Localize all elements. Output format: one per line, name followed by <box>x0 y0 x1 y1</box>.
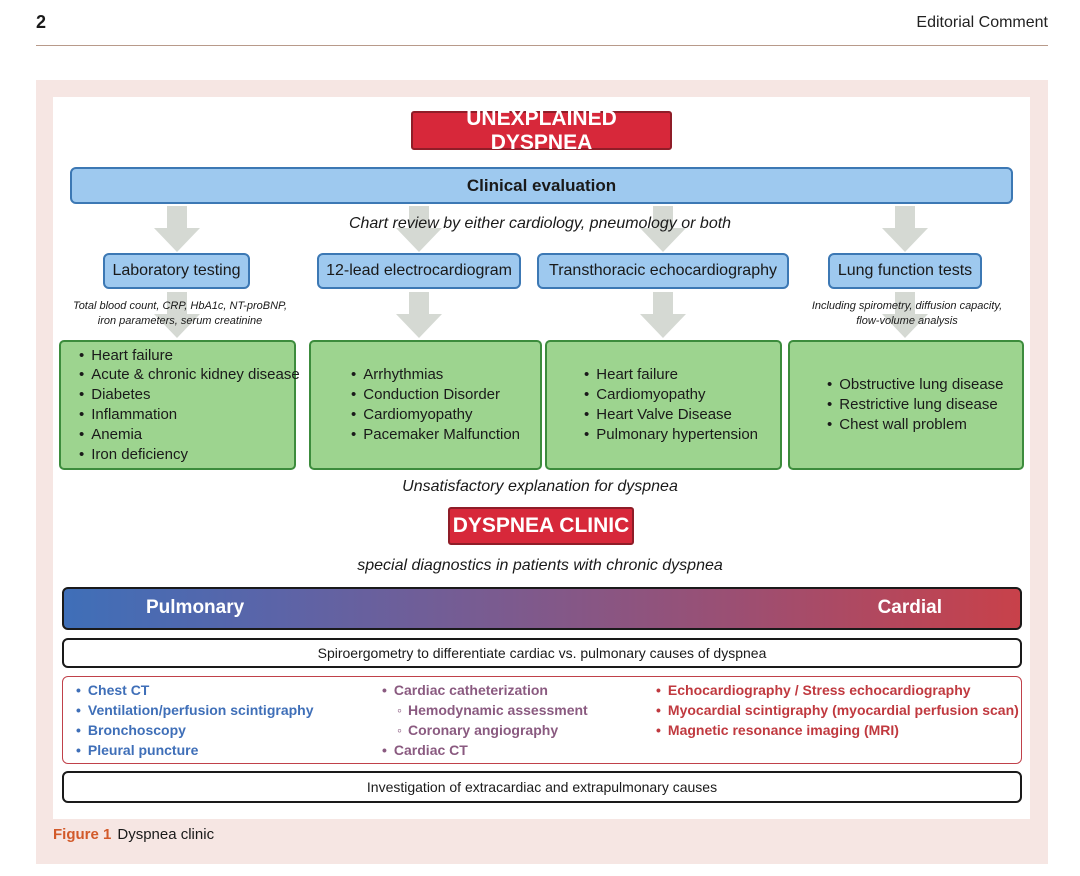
pulmonary-diagnostic-item: Bronchoscopy <box>76 720 314 740</box>
findings-box-lung-function: Obstructive lung disease Restrictive lun… <box>788 340 1024 470</box>
arrow-down-icon <box>396 206 442 252</box>
lung-note: Including spirometry, diffusion capacity… <box>790 299 1024 329</box>
finding-item: Obstructive lung disease <box>827 375 1003 395</box>
lung-note-line: Including spirometry, diffusion capacity… <box>811 300 1003 312</box>
unsatisfactory-text: Unsatisfactory explanation for dyspnea <box>402 478 678 495</box>
running-head: Editorial Comment <box>916 14 1048 31</box>
finding-item: Pulmonary hypertension <box>584 425 758 445</box>
finding-item: Conduction Disorder <box>351 385 520 405</box>
test-box-echocardiography: Transthoracic echocardiography <box>537 253 789 289</box>
special-diagnostics-box: Chest CT Ventilation/perfusion scintigra… <box>62 676 1022 764</box>
lab-note: Total blood count, CRP, HbA1c, NT-proBNP… <box>60 299 300 329</box>
lab-note-line: iron parameters, serum creatinine <box>97 315 263 327</box>
clinical-evaluation-box: Clinical evaluation <box>70 167 1013 204</box>
pulmonary-diagnostic-item: Pleural puncture <box>76 740 314 760</box>
chart-review-text: Chart review by either cardiology, pneum… <box>348 215 732 232</box>
finding-item: Chest wall problem <box>827 415 1004 435</box>
dyspnea-clinic-box: DYSPNEA CLINIC <box>448 507 634 545</box>
catheterization-subitem: Hemodynamic assessment <box>382 700 588 720</box>
cardiac-ct-item: Cardiac CT <box>382 740 588 760</box>
findings-box-ecg: Arrhythmias Conduction Disorder Cardiomy… <box>309 340 542 470</box>
finding-item: Anemia <box>79 425 300 445</box>
test-box-ecg: 12-lead electrocardiogram <box>317 253 521 289</box>
lung-note-line: flow-volume analysis <box>856 315 958 327</box>
arrow-down-icon <box>154 206 200 252</box>
cardiac-catheter-list: Cardiac catheterization Hemodynamic asse… <box>382 680 588 760</box>
gradient-label-cardial: Cardial <box>877 597 942 618</box>
catheterization-item: Cardiac catheterization <box>382 680 588 700</box>
page-number: 2 <box>36 12 47 32</box>
cardial-diagnostic-item: Myocardial scintigraphy (myocardial perf… <box>656 700 1019 720</box>
cardial-diagnostic-item: Magnetic resonance imaging (MRI) <box>656 720 1019 740</box>
arrow-down-icon <box>640 292 686 338</box>
cardial-diagnostics-list: Echocardiography / Stress echocardiograp… <box>656 680 1019 740</box>
cardial-diagnostic-item: Echocardiography / Stress echocardiograp… <box>656 680 1019 700</box>
finding-item: Heart failure <box>79 346 300 366</box>
finding-item: Inflammation <box>79 405 300 425</box>
header-rule <box>36 45 1048 46</box>
special-diagnostics-text: special diagnostics in patients with chr… <box>357 557 723 574</box>
finding-item: Heart failure <box>584 365 758 385</box>
figure-caption-text: Dyspnea clinic <box>117 826 215 843</box>
findings-box-laboratory: Heart failure Acute & chronic kidney dis… <box>59 340 300 470</box>
finding-item: Pacemaker Malfunction <box>351 425 520 445</box>
finding-item: Heart Valve Disease <box>584 405 758 425</box>
arrow-down-icon <box>396 292 442 338</box>
finding-item: Acute & chronic kidney disease <box>79 365 299 385</box>
test-box-lung-function: Lung function tests <box>828 253 982 289</box>
finding-item: Cardiomyopathy <box>351 405 520 425</box>
pulmonary-diagnostic-item: Chest CT <box>76 680 314 700</box>
lab-note-line: Total blood count, CRP, HbA1c, NT-proBNP… <box>72 300 287 312</box>
extracardiac-investigation-box: Investigation of extracardiac and extrap… <box>62 771 1022 803</box>
pulmonary-diagnostic-item: Ventilation/perfusion scintigraphy <box>76 700 314 720</box>
figure-caption: Figure 1 Dyspnea clinic <box>53 826 214 843</box>
arrow-down-icon <box>882 206 928 252</box>
unexplained-dyspnea-box: UNEXPLAINED DYSPNEA <box>411 107 672 154</box>
pulmonary-diagnostics-list: Chest CT Ventilation/perfusion scintigra… <box>76 680 314 760</box>
finding-item: Cardiomyopathy <box>584 385 758 405</box>
arrow-down-icon <box>640 206 686 252</box>
arrow-down-icon <box>882 292 928 338</box>
finding-item: Iron deficiency <box>79 445 300 465</box>
catheterization-subitem: Coronary angiography <box>382 720 588 740</box>
pulmonary-cardial-gradient-bar: Pulmonary Cardial <box>62 587 1022 630</box>
figure-label: Figure 1 <box>53 826 112 843</box>
test-box-laboratory: Laboratory testing <box>103 253 250 289</box>
gradient-label-pulmonary: Pulmonary <box>146 597 245 618</box>
finding-item: Diabetes <box>79 385 300 405</box>
arrow-down-icon <box>154 292 200 338</box>
finding-item: Restrictive lung disease <box>827 395 1004 415</box>
findings-box-echocardiography: Heart failure Cardiomyopathy Heart Valve… <box>545 340 782 470</box>
spiroergometry-box: Spiroergometry to differentiate cardiac … <box>62 638 1022 668</box>
finding-item: Arrhythmias <box>351 365 520 385</box>
